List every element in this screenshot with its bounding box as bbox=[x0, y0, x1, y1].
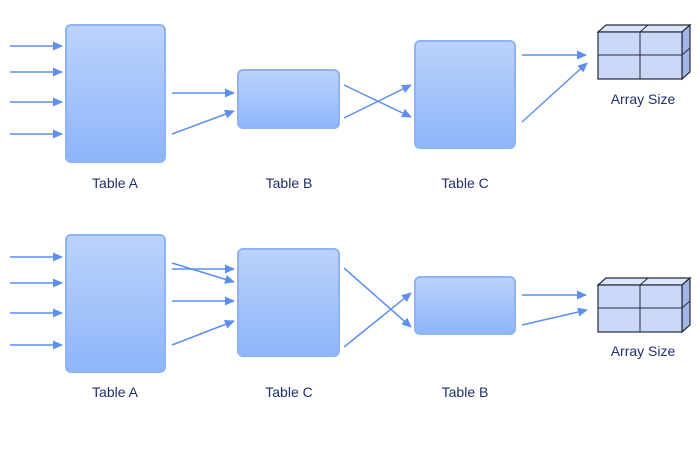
array-icon bbox=[596, 23, 692, 81]
diagram-top: Table A Table B Table C Array Size bbox=[10, 23, 692, 191]
table-b-box bbox=[237, 69, 340, 129]
diagram-bottom: Table A Table C Table B Array Size bbox=[10, 234, 692, 400]
array-icon bbox=[596, 276, 692, 334]
flow-arrow bbox=[343, 267, 412, 328]
table-b-label: Table B bbox=[266, 175, 313, 191]
table-a-box bbox=[65, 234, 166, 373]
table-a-box bbox=[65, 24, 166, 163]
table-b-box bbox=[414, 276, 516, 335]
flow-arrow bbox=[171, 320, 235, 346]
flow-arrow bbox=[343, 84, 412, 119]
array-size-label: Array Size bbox=[611, 91, 676, 107]
table-c-box bbox=[237, 248, 340, 357]
table-a-label: Table A bbox=[92, 175, 139, 191]
flow-arrow bbox=[171, 262, 235, 284]
table-c-box bbox=[414, 40, 516, 149]
table-a-label: Table A bbox=[92, 384, 139, 400]
output-arrow bbox=[521, 62, 588, 123]
flow-arrow bbox=[343, 292, 412, 348]
flow-arrow bbox=[171, 109, 235, 135]
table-c-label: Table C bbox=[441, 175, 488, 191]
array-size-label: Array Size bbox=[611, 343, 676, 359]
output-arrow bbox=[521, 307, 588, 326]
table-c-label: Table C bbox=[265, 384, 312, 400]
table-b-label: Table B bbox=[442, 384, 489, 400]
